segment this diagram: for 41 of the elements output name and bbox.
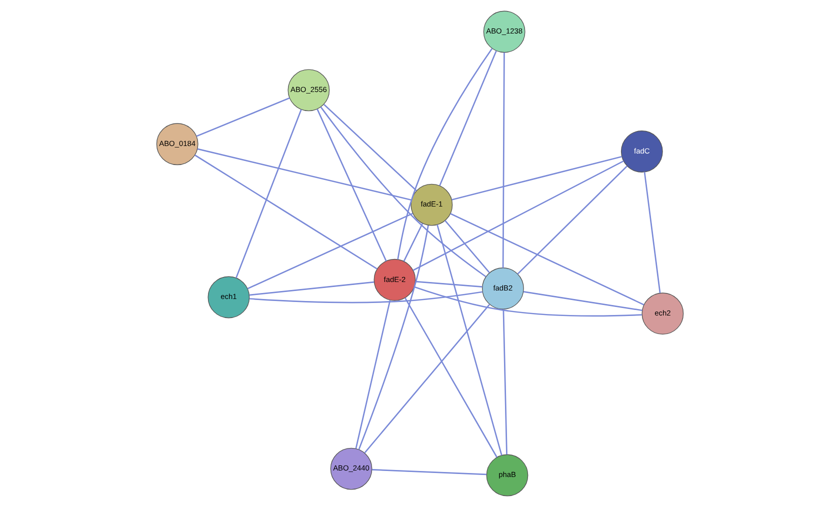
connector xyxy=(249,281,374,296)
node-circle: fadE-2 xyxy=(374,258,416,301)
node-circle: ech2 xyxy=(642,292,684,335)
connector xyxy=(450,213,644,306)
connector xyxy=(404,298,498,458)
connector xyxy=(196,97,290,137)
connector xyxy=(415,280,482,288)
connector xyxy=(502,309,508,454)
node-circle: ABO_1238 xyxy=(483,10,526,53)
connector xyxy=(444,220,490,273)
connector xyxy=(644,172,661,294)
connector xyxy=(372,468,486,476)
connector xyxy=(194,154,378,270)
connector xyxy=(247,212,414,290)
node-circle: fadC xyxy=(620,130,663,172)
node-circle: fadB2 xyxy=(482,268,524,310)
node-circle: ABO_2556 xyxy=(288,69,330,112)
connector xyxy=(502,52,505,268)
connector xyxy=(197,148,412,201)
connector xyxy=(397,48,493,260)
connector xyxy=(414,286,642,317)
connector xyxy=(412,160,624,271)
connector xyxy=(249,291,483,304)
node-circle: ABO_0184 xyxy=(156,123,198,166)
node-circle: ABO_2440 xyxy=(330,448,372,490)
connector xyxy=(324,104,417,192)
connector xyxy=(439,50,497,186)
connector xyxy=(436,224,502,456)
connector xyxy=(320,106,486,278)
connector xyxy=(355,300,391,449)
connector xyxy=(523,291,642,312)
connector xyxy=(452,156,622,200)
node-circle: fadE-1 xyxy=(410,184,453,226)
connector xyxy=(358,225,429,450)
connector xyxy=(236,109,302,278)
connector xyxy=(517,166,628,274)
connector xyxy=(316,108,387,262)
connector xyxy=(403,223,424,262)
node-circle: phaB xyxy=(486,454,528,496)
node-circle: ech1 xyxy=(208,276,250,318)
connector xyxy=(364,304,490,454)
